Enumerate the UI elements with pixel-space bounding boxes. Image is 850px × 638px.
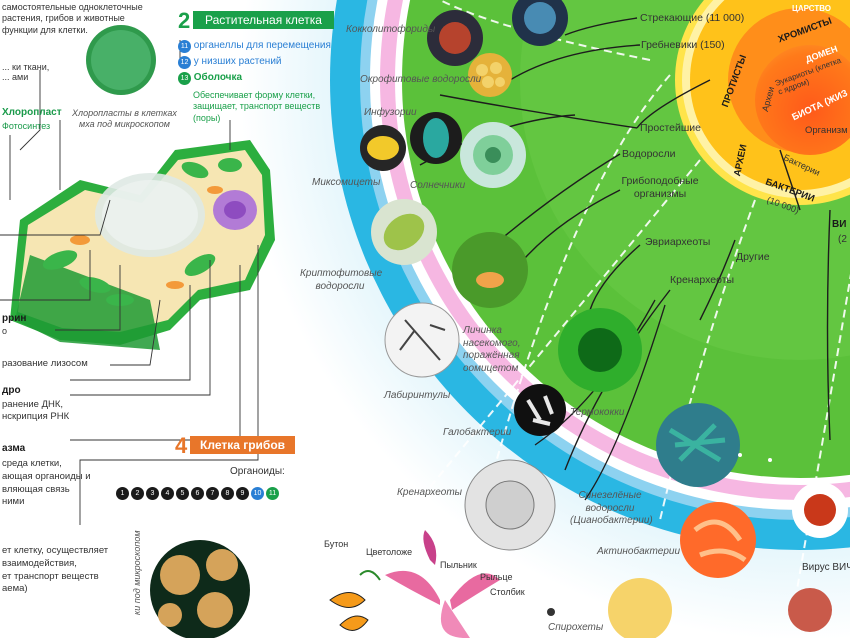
legend-text: у низших растений [193, 56, 282, 67]
tree-others: Другие [736, 251, 770, 263]
organoid-number-badge: 8 [221, 487, 234, 500]
label-ciliates: Инфузории [364, 107, 417, 118]
chloroplast-label: Хлоропласт [2, 107, 62, 118]
legend: 11 органеллы для перемещения 12 у низших… [178, 40, 331, 85]
section-fungi-heading: 4 Клетка грибов [175, 432, 296, 460]
lysosome-label: разование лизосом [2, 358, 88, 369]
tissue-label: ... ки ткани, [2, 62, 50, 72]
legend-item: 11 органеллы для перемещения [178, 40, 331, 53]
organoid-number-badge: 1 [116, 487, 129, 500]
flower-illustration [329, 530, 555, 638]
tree-euryarchaeota: Эвриархеоты [645, 236, 711, 248]
label-cyanobacteria: Синезелёные водоросли (Цианобактерии) [570, 490, 653, 526]
section-number-2: 2 [178, 8, 191, 33]
intro-text: самостоятельные одноклеточные растения, … [2, 2, 143, 35]
label-labyrinthulids: Лабиринтулы [384, 390, 451, 401]
label-ochrophyta: Окрофитовые водоросли [360, 74, 482, 85]
legend-number-badge: 11 [178, 40, 191, 53]
tree-ctenophora: Гребневики (150) [641, 39, 725, 51]
legend-number-badge: 13 [178, 72, 191, 85]
label-thermococci: Термококки [570, 407, 625, 418]
organoid-number-badge: 6 [191, 487, 204, 500]
ring-organism: Организм [805, 125, 848, 136]
nucleus-label: дро [2, 385, 21, 396]
legend-number-badge: 12 [178, 56, 191, 69]
flower-anther: Пыльник [440, 560, 477, 570]
ring-viruses-count: (2 [838, 234, 847, 245]
legend-item: 12 у низших растений [178, 56, 331, 69]
tree-protozoa: Простейшие [640, 122, 702, 134]
organoid-number-badge: 7 [206, 487, 219, 500]
membrane-function-text: ет клетку, осуществляет взаимодействия, … [2, 545, 109, 595]
label-myxomycetes: Миксомицеты [312, 177, 381, 188]
label-crenarchaeota-micro: Кренархеоты [397, 487, 463, 498]
tree-cnidaria: Стрекающие (11 000) [640, 12, 745, 24]
flower-receptacle: Цветоложе [366, 547, 413, 557]
organoid-number-badge: 3 [146, 487, 159, 500]
organoid-number-badge: 10 [251, 487, 264, 500]
legend-item: 13 Оболочка [178, 72, 331, 85]
label-spirochetes: Спирохеты [548, 622, 604, 633]
organoid-number-badge: 11 [266, 487, 279, 500]
chloroplast-caption: Хлоропласты в клетках мха под микроскопо… [72, 108, 177, 130]
ribosome-sub: о [2, 326, 8, 336]
cytoplasm-label: азма [2, 443, 26, 454]
flower-style: Столбик [490, 587, 525, 597]
membrane-description: Обеспечивает форму клетки, защищает, тра… [193, 90, 321, 123]
cytoplasm-description: среда клетки, ающая органоиды и вляющая … [2, 458, 91, 508]
label-coccolithophores: Кокколитофориды [346, 24, 436, 35]
label-actinobacteria: Актинобактерии [597, 546, 681, 557]
ribosome-label: ррин [2, 313, 27, 324]
mushroom-micro-caption: ки под микроскопом [132, 530, 142, 615]
organoid-number-badge: 2 [131, 487, 144, 500]
organoids-label: Органоиды: [230, 466, 285, 477]
label-heliozoa: Солнечники [410, 180, 466, 191]
ring-viruses: ВИ [832, 219, 847, 230]
tree-algae: Водоросли [622, 148, 676, 160]
kingdom-label: ЦАРСТВО [792, 4, 832, 13]
label-oomycete-larva: Личинка насекомого, поражённая оомицетом [463, 325, 521, 374]
section-title-plant-cell: Растительная клетка [193, 11, 334, 29]
organoid-number-badge: 4 [161, 487, 174, 500]
tree-fungus-like: Грибоподобные организмы [621, 175, 699, 201]
section-title-fungi: Клетка грибов [190, 436, 296, 454]
legend-text: органеллы для перемещения [193, 40, 331, 51]
label-cryptophyta: Криптофитовые водоросли [300, 268, 383, 292]
flower-stigma: Рыльце [480, 572, 513, 582]
flower-bud: Бутон [324, 539, 349, 549]
tissue-label-2: ... ами [2, 72, 29, 82]
tree-crenarchaeota: Кренархеоты [670, 274, 735, 286]
organoid-number-badge: 9 [236, 487, 249, 500]
section-plant-cell-heading: 2 Растительная клетка [178, 7, 334, 35]
legend-text: Оболочка [193, 72, 243, 83]
core [755, 45, 850, 155]
label-halobacteria: Галобактерии [443, 427, 512, 438]
organoid-number-badge: 5 [176, 487, 189, 500]
photosynthesis-label: Фотосинтез [2, 121, 51, 131]
nucleus-description: ранение ДНК, нскрипция РНК [2, 399, 70, 422]
plant-cell-illustration [10, 140, 275, 350]
label-hiv-virus: Вирус ВИЧ [802, 562, 850, 573]
section-number-4: 4 [175, 433, 188, 458]
